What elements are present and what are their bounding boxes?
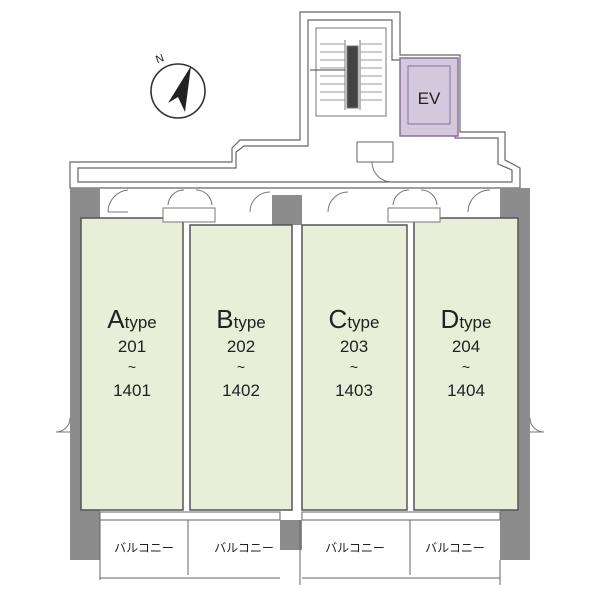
elevator: EV	[399, 57, 459, 137]
stairwell	[310, 27, 387, 117]
unit-labels: Atype 201 ~1401 Btype 202 ~1402 Ctype 203 ~1403 D…	[107, 304, 491, 400]
unit-b-room	[189, 224, 293, 511]
unit-label-d: Dtype 204 ~1404	[441, 304, 492, 400]
unit-c-room	[301, 224, 408, 511]
unit-type-label: Dtype	[441, 304, 492, 334]
doors	[107, 161, 491, 223]
unit-range-tilde: ~	[462, 359, 470, 375]
compass: N	[150, 52, 206, 119]
unit-a-room	[80, 217, 184, 511]
balcony-label: バルコニー	[114, 541, 174, 555]
unit-room-to: 1402	[222, 381, 260, 400]
unit-range-tilde: ~	[128, 359, 136, 375]
unit-d-room	[413, 217, 519, 511]
unit-room-from: 201	[118, 337, 146, 356]
side-doors	[55, 417, 545, 433]
unit-room-from: 202	[227, 337, 255, 356]
pipe-shaft	[356, 141, 394, 163]
unit-type-label: Ctype	[329, 304, 380, 334]
unit-range-tilde: ~	[350, 359, 358, 375]
unit-room-to: 1404	[447, 381, 485, 400]
elevator-shaft	[399, 57, 459, 137]
balcony-label: バルコニー	[425, 541, 485, 555]
balcony-zone	[99, 511, 501, 585]
unit-range-tilde: ~	[237, 359, 245, 375]
balcony-labels: バルコニー バルコニー バルコニー バルコニー	[114, 541, 485, 555]
unit-room-to: 1403	[335, 381, 373, 400]
elevator-label: EV	[418, 89, 441, 108]
unit-label-b: Btype 202 ~1402	[216, 304, 265, 400]
unit-room-to: 1401	[113, 381, 151, 400]
unit-room-from: 204	[452, 337, 480, 356]
units	[80, 217, 519, 511]
balcony-label: バルコニー	[325, 541, 385, 555]
unit-room-from: 203	[340, 337, 368, 356]
unit-type-label: Atype	[107, 304, 156, 334]
unit-type-label: Btype	[216, 304, 265, 334]
unit-label-a: Atype 201 ~1401	[107, 304, 156, 400]
compass-north-label: N	[154, 52, 166, 66]
north-arrow-icon	[168, 66, 191, 112]
unit-label-c: Ctype 203 ~1403	[329, 304, 380, 400]
balcony-label: バルコニー	[214, 541, 274, 555]
